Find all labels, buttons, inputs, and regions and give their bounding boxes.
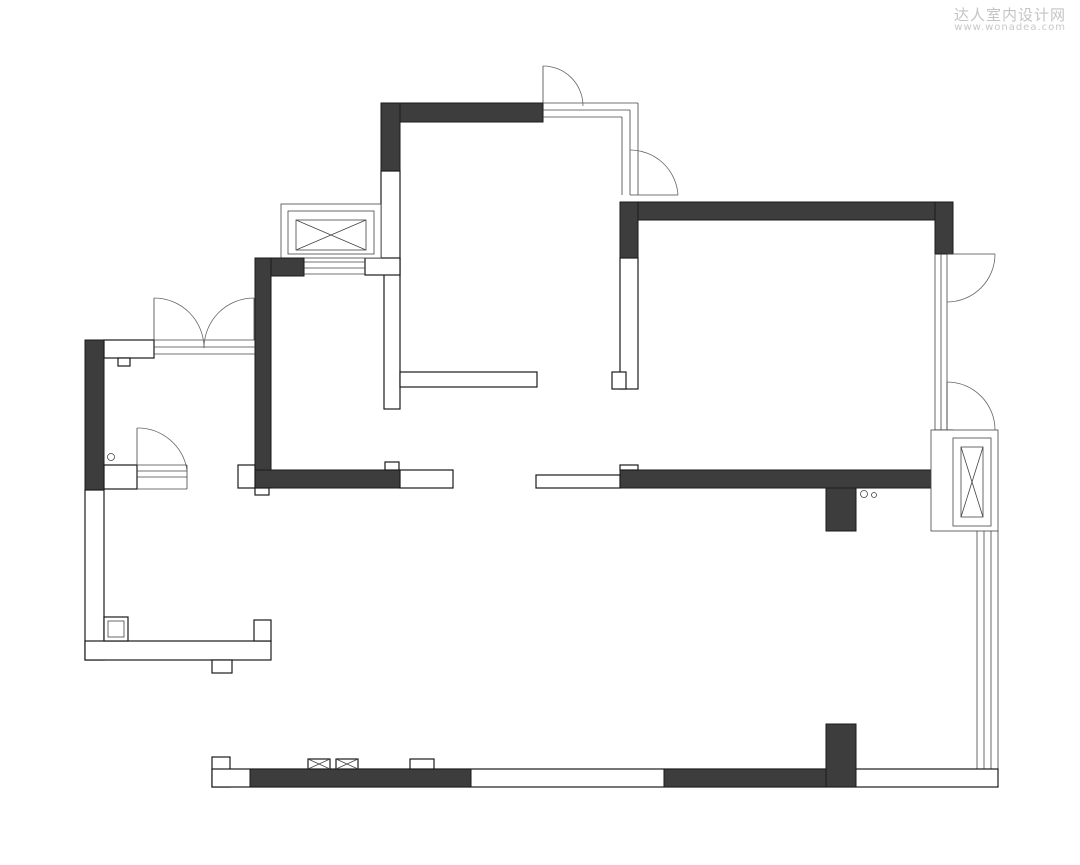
wall-solid: [825, 487, 857, 532]
wall-hollow: [535, 474, 621, 489]
wall-hollow: [399, 469, 454, 489]
door-swing-arc: [629, 149, 679, 196]
wall-hollow: [84, 489, 105, 661]
vent-cross: [307, 758, 331, 770]
side-cabinet-cross: [960, 446, 984, 518]
wall-hollow: [611, 371, 627, 390]
bottom-wall: [211, 723, 999, 788]
wall-solid: [619, 469, 954, 489]
room-right-master: [535, 201, 999, 532]
wall-solid: [619, 201, 954, 221]
wall-solid: [254, 257, 272, 489]
door-swing-arc: [153, 297, 205, 349]
utility-shaft: [280, 203, 382, 275]
wall-hollow: [211, 659, 233, 674]
watermark-site-url: www.wonadea.com: [954, 22, 1066, 33]
wall-hollow: [254, 487, 270, 496]
door-swing-arc: [136, 427, 188, 471]
floor-drain-icon: [107, 453, 115, 461]
room-center-bedroom: [364, 65, 679, 410]
wall-solid: [380, 102, 544, 123]
door-swing-arc: [946, 381, 996, 431]
wall-hollow: [619, 464, 639, 471]
wall-hollow: [237, 464, 256, 489]
column-inner: [107, 620, 125, 638]
drain-icon: [860, 490, 868, 498]
wall-hollow: [103, 339, 155, 359]
wall-hollow: [384, 461, 400, 471]
door-swing-arc: [203, 297, 255, 349]
room-left-bedroom: [237, 257, 454, 496]
wall-hollow: [84, 640, 272, 661]
watermark-site-name: 达人室内设计网: [953, 6, 1066, 24]
wall-solid: [380, 102, 401, 172]
wall-hollow: [364, 257, 401, 276]
wall-hollow: [409, 758, 435, 770]
room-left-kitchen: [84, 297, 272, 674]
drain-icon: [871, 492, 877, 498]
wall-hollow: [619, 257, 639, 390]
wall-hollow: [399, 371, 538, 388]
wall-hollow: [383, 258, 401, 410]
wall-solid: [934, 201, 954, 255]
wall-solid: [254, 469, 401, 489]
shaft-cross: [295, 219, 367, 251]
living-window-right: [976, 531, 999, 787]
vent-cross: [335, 758, 359, 770]
wall-solid: [84, 339, 105, 491]
wall-hollow: [117, 357, 131, 367]
wall-hollow: [253, 619, 272, 642]
door-swing-arc: [542, 65, 584, 107]
wall-solid: [825, 723, 857, 788]
wall-hollow: [103, 464, 138, 490]
wall-hollow: [380, 170, 401, 260]
door-swing-arc: [946, 253, 996, 303]
wall-solid: [249, 768, 472, 788]
wall-solid: [619, 201, 639, 259]
